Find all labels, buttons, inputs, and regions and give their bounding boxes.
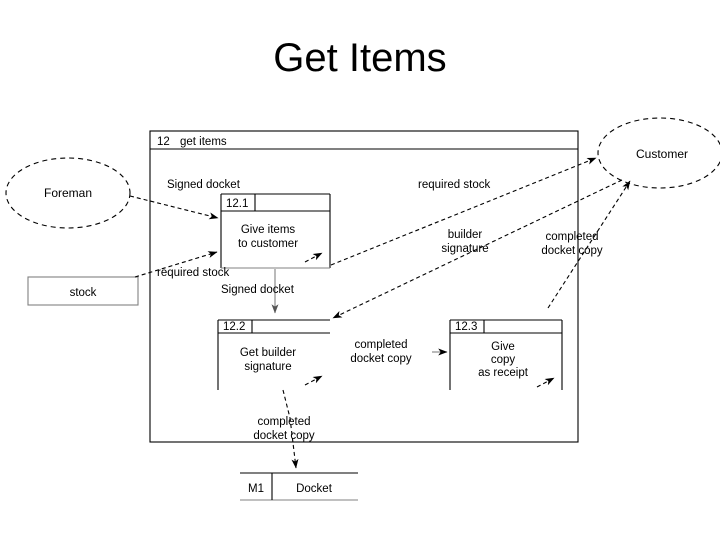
flow-label-signed-docket-internal: Signed docket bbox=[221, 284, 295, 296]
process-label-12-3-line3: as receipt bbox=[478, 367, 529, 379]
process-12-2[interactable]: 12.2 Get builder signature bbox=[217, 319, 330, 390]
page-title: Get Items bbox=[273, 36, 447, 80]
external-entity-foreman[interactable]: Foreman bbox=[5, 157, 131, 229]
flow-label-builder-signature-line1: builder bbox=[448, 229, 483, 241]
boundary-label: get items bbox=[180, 136, 227, 148]
process-12-3[interactable]: 12.3 Give copy as receipt bbox=[449, 319, 563, 390]
process-label-12-1-line2: to customer bbox=[238, 238, 298, 250]
flow-signed-docket-foreman: Signed docket bbox=[129, 179, 241, 220]
data-store-docket[interactable]: M1 Docket bbox=[240, 472, 358, 501]
flow-label-completed-copy-store-line2: docket copy bbox=[253, 430, 315, 442]
flow-completed-docket-copy-store: completed docket copy bbox=[253, 389, 315, 469]
flow-label-completed-copy-cust-line2: docket copy bbox=[541, 245, 603, 257]
data-store-label-stock: stock bbox=[70, 287, 97, 299]
entity-label-customer: Customer bbox=[636, 147, 688, 161]
process-id-12-3: 12.3 bbox=[455, 321, 477, 333]
flow-builder-signature: builder signature bbox=[332, 179, 623, 319]
process-label-12-1-line1: Give items bbox=[241, 224, 296, 236]
data-store-label-docket: Docket bbox=[296, 483, 333, 495]
flow-required-stock-in: required stock bbox=[134, 251, 229, 279]
data-store-stock[interactable]: stock bbox=[27, 276, 139, 306]
process-label-12-3-line2: copy bbox=[491, 354, 516, 366]
data-store-ref-m1: M1 bbox=[248, 483, 264, 495]
flow-label-completed-copy-store-line1: completed bbox=[257, 416, 310, 428]
system-boundary: 12 get items bbox=[149, 130, 579, 443]
process-label-12-2-line2: signature bbox=[244, 361, 291, 373]
flow-required-stock-out: required stock bbox=[330, 157, 597, 266]
flow-label-completed-copy-mid-line2: docket copy bbox=[350, 353, 412, 365]
entity-label-foreman: Foreman bbox=[44, 186, 92, 200]
flow-completed-docket-copy-12-3: completed docket copy bbox=[350, 339, 448, 365]
flow-stub-12-2-corner bbox=[304, 375, 323, 386]
boundary-id: 12 bbox=[157, 136, 170, 148]
flow-label-required-stock-out: required stock bbox=[418, 179, 490, 191]
flow-label-required-stock-in: required stock bbox=[157, 267, 229, 279]
flow-stub-12-3-corner bbox=[536, 377, 555, 388]
process-12-1[interactable]: 12.1 Give items to customer bbox=[220, 193, 331, 269]
process-id-12-2: 12.2 bbox=[223, 321, 245, 333]
process-label-12-2-line1: Get builder bbox=[240, 347, 296, 359]
flow-signed-docket-internal: Signed docket bbox=[221, 269, 295, 314]
flow-stub-12-1-corner bbox=[304, 252, 323, 263]
flow-label-signed-docket-in: Signed docket bbox=[167, 179, 241, 191]
flow-completed-docket-copy-customer: completed docket copy bbox=[541, 180, 631, 309]
flow-label-completed-copy-cust-line1: completed bbox=[545, 231, 598, 243]
process-label-12-3-line1: Give bbox=[491, 341, 515, 353]
flow-label-builder-signature-line2: signature bbox=[441, 243, 488, 255]
external-entity-customer[interactable]: Customer bbox=[597, 117, 720, 189]
process-id-12-1: 12.1 bbox=[226, 198, 248, 210]
flow-label-completed-copy-mid-line1: completed bbox=[354, 339, 407, 351]
